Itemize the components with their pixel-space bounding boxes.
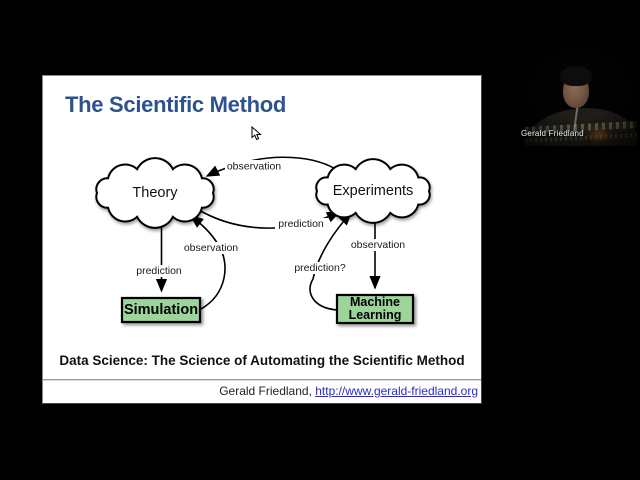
svg-text:prediction?: prediction? <box>294 262 346 274</box>
machine-learning-label-line2: Learning <box>349 308 402 322</box>
node-experiments: Experiments <box>315 158 431 224</box>
edge-label-observation-left: observation <box>182 242 240 254</box>
footer-author: Gerald Friedland, <box>219 384 316 398</box>
slide-title: The Scientific Method <box>65 92 287 117</box>
node-simulation: Simulation <box>120 296 202 324</box>
edge-label-prediction-left: prediction <box>133 265 185 277</box>
node-machine-learning: Machine Learning <box>335 293 415 325</box>
node-theory: Theory <box>95 157 215 229</box>
svg-text:observation: observation <box>351 239 405 251</box>
edge-simulation-to-theory <box>189 215 226 310</box>
participant-name-label: Gerald Friedland <box>521 129 584 138</box>
footer-link[interactable]: http://www.gerald-friedland.org <box>315 384 478 398</box>
scientific-method-diagram: Theory Experiments Simulation Machine Le… <box>95 156 431 325</box>
svg-text:observation: observation <box>184 242 238 254</box>
svg-text:prediction: prediction <box>278 218 324 230</box>
footer-divider <box>43 379 481 381</box>
simulation-box-shape <box>120 296 202 324</box>
theory-cloud-shape <box>95 157 215 229</box>
experiments-label: Experiments <box>333 183 414 199</box>
edge-label-prediction-right: prediction? <box>291 262 348 274</box>
svg-text:prediction: prediction <box>136 265 182 277</box>
svg-text:observation: observation <box>227 161 281 173</box>
simulation-label: Simulation <box>124 302 198 318</box>
edge-label-prediction-mid: prediction <box>275 218 327 230</box>
mouse-cursor-icon <box>251 126 262 141</box>
slide-tagline: Data Science: The Science of Automating … <box>59 353 465 368</box>
machine-learning-box-shape <box>335 293 415 325</box>
shared-slide: The Scientific Method Theory Experiments <box>42 75 482 404</box>
edge-ml-to-experiments <box>309 211 353 311</box>
machine-learning-label-line1: Machine <box>350 295 400 309</box>
experiments-cloud-shape <box>315 158 431 224</box>
webcam-tile[interactable]: Gerald Friedland <box>505 28 640 146</box>
edge-label-observation-right: observation <box>349 239 407 251</box>
webcam-vignette <box>505 28 640 146</box>
theory-label: Theory <box>132 185 178 201</box>
slide-footer: Gerald Friedland, http://www.gerald-frie… <box>219 384 478 398</box>
edge-label-observation-top: observation <box>225 160 283 173</box>
